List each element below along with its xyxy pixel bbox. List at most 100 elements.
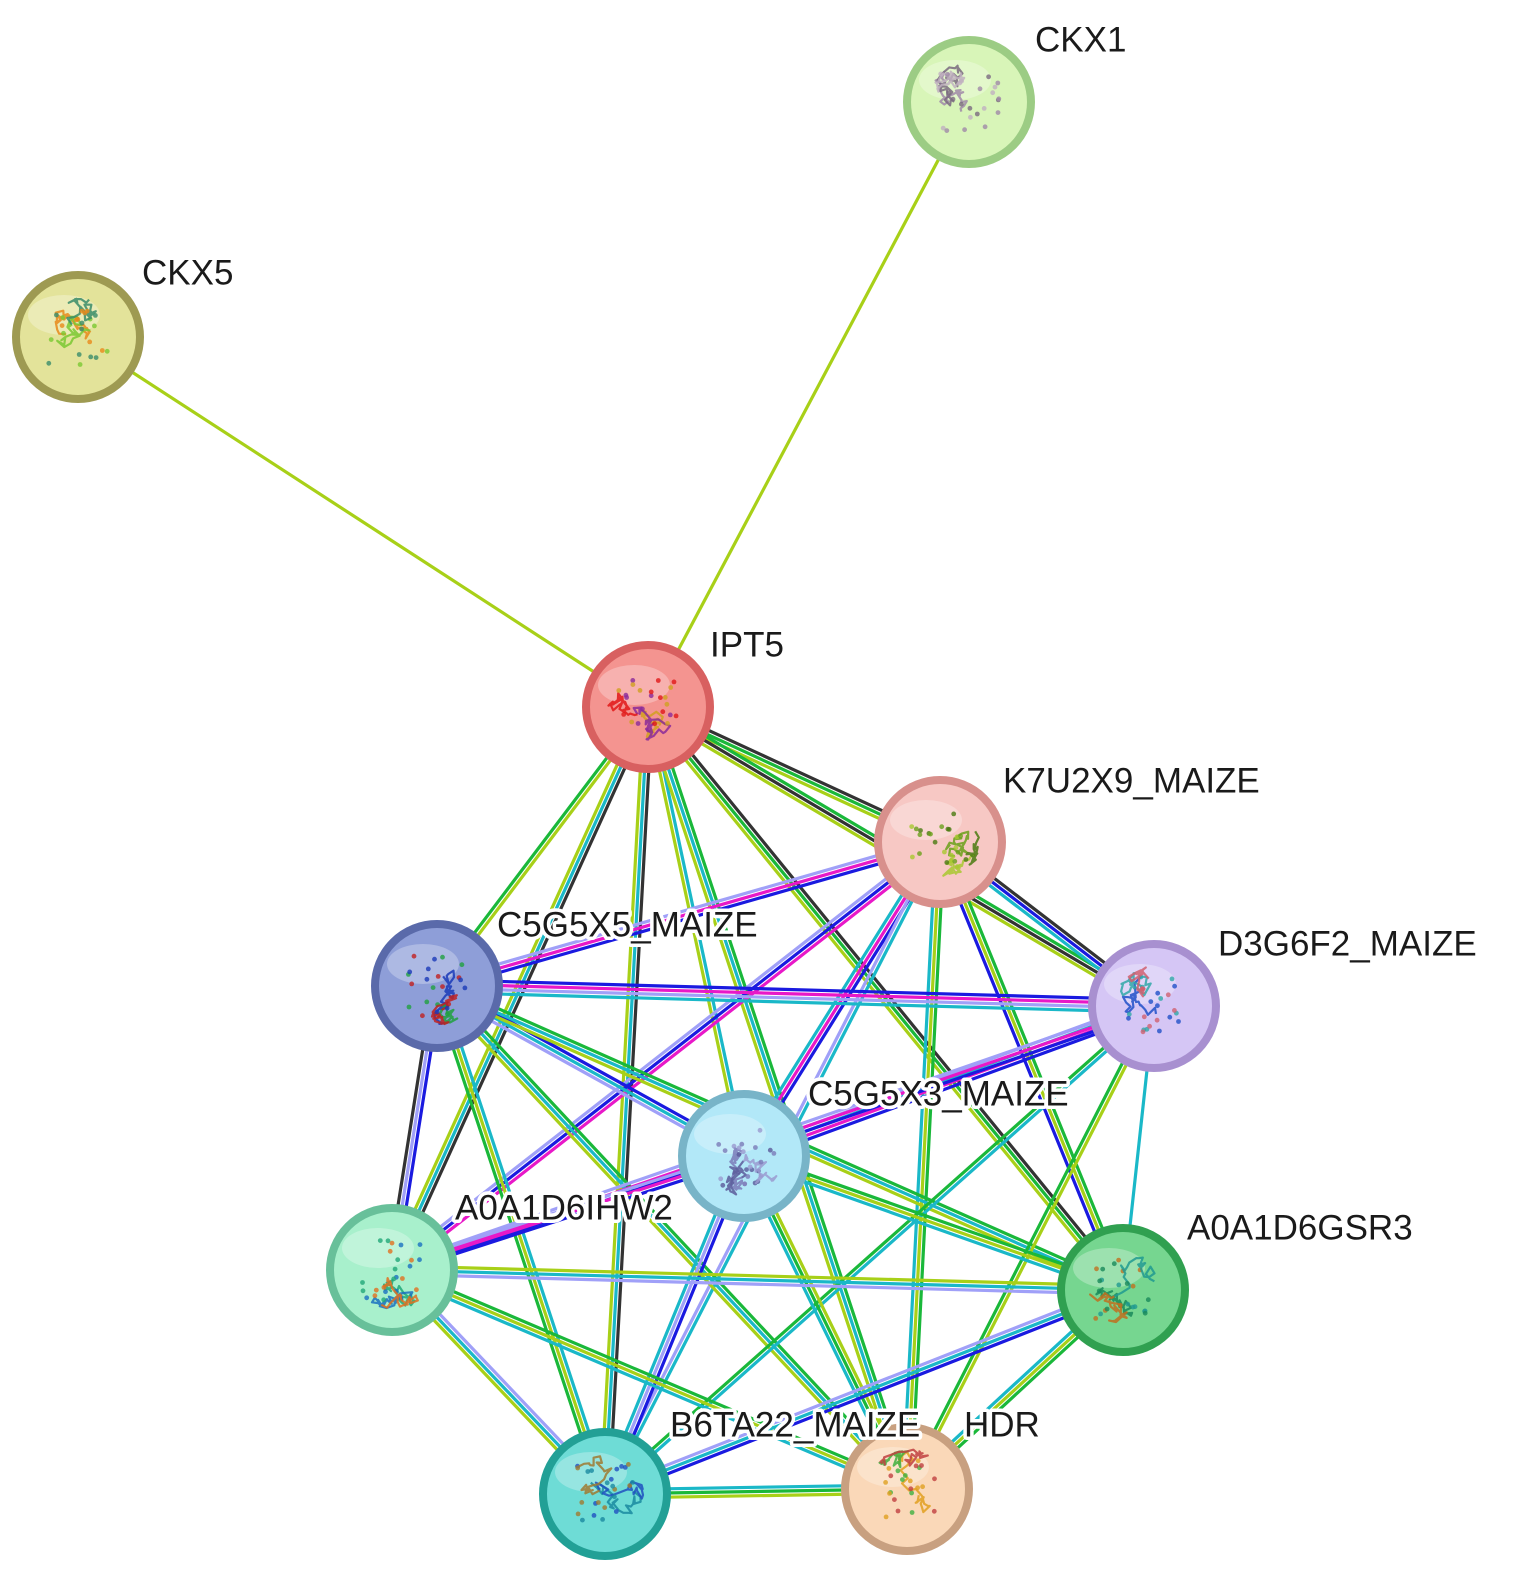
node-B6TA22_MAIZE[interactable] xyxy=(539,1428,671,1560)
edge-evidence-line xyxy=(903,1003,1154,1490)
node-label: A0A1D6IHW2 xyxy=(455,1188,673,1227)
node-IPT5[interactable] xyxy=(582,641,714,773)
protein-structure-icon xyxy=(934,64,1002,134)
edge-evidence-line xyxy=(387,837,940,1269)
protein-structure-icon xyxy=(878,1448,937,1520)
node-K7U2X9_MAIZE[interactable] xyxy=(874,776,1006,908)
edge-evidence-line xyxy=(435,840,942,988)
edge-evidence-line xyxy=(601,1284,1124,1492)
edge-C5G5X5_MAIZE-D3G6F2_MAIZE xyxy=(435,978,1156,1014)
edge-evidence-line xyxy=(938,840,1125,1292)
edge-evidence-line xyxy=(434,836,941,984)
edge-evidence-line xyxy=(388,1272,908,1495)
protein-structure-icon xyxy=(46,297,110,367)
edge-evidence-line xyxy=(604,1005,1158,1498)
edge-evidence-line xyxy=(646,100,971,709)
node-D3G6F2_MAIZE[interactable] xyxy=(1088,940,1220,1072)
node-A0A1D6GSR3[interactable] xyxy=(1057,1224,1189,1356)
node-label-halo: D3G6F2_MAIZE xyxy=(1218,924,1477,963)
edge-evidence-line xyxy=(438,981,912,1488)
node-circle[interactable] xyxy=(371,920,503,1052)
edge-K7U2X9_MAIZE-HDR xyxy=(901,840,946,1491)
node-circle[interactable] xyxy=(1088,940,1220,1072)
node-label: A0A1D6GSR3 xyxy=(1187,1208,1413,1247)
edge-evidence-line xyxy=(392,1264,911,1487)
edge-A0A1D6IHW2-A0A1D6GSR3 xyxy=(390,1264,1125,1296)
node-label-halo: B6TA22_MAIZE xyxy=(670,1405,920,1444)
edge-evidence-line xyxy=(644,705,744,1159)
edge-evidence-line xyxy=(742,1154,1125,1292)
protein-structure-icon xyxy=(607,678,679,741)
node-sheen xyxy=(890,800,962,840)
edge-C5G5X3_MAIZE-A0A1D6GSR3 xyxy=(740,1150,1127,1296)
edge-K7U2X9_MAIZE-A0A1D6GSR3 xyxy=(934,838,1129,1294)
edge-evidence-line xyxy=(390,1268,909,1491)
node-C5G5X5_MAIZE[interactable] xyxy=(371,920,503,1052)
node-sheen xyxy=(694,1114,766,1154)
edge-K7U2X9_MAIZE-A0A1D6IHW2 xyxy=(387,837,945,1275)
edge-evidence-line xyxy=(601,1002,1155,1495)
edge-evidence-line xyxy=(905,840,942,1491)
edge-evidence-line xyxy=(646,705,1125,1292)
edge-D3G6F2_MAIZE-B6TA22_MAIZE xyxy=(601,1002,1158,1498)
node-CKX5[interactable] xyxy=(12,271,144,403)
edge-evidence-line xyxy=(740,1158,1124,1296)
node-label: K7U2X9_MAIZE xyxy=(1003,761,1260,800)
node-label-halo: CKX5 xyxy=(142,253,233,292)
edge-evidence-line xyxy=(435,986,1156,1010)
edge-evidence-line xyxy=(744,1010,1158,1164)
edge-evidence-line xyxy=(436,844,943,992)
node-label-halo: C5G5X5_MAIZE xyxy=(497,905,758,944)
edge-A0A1D6IHW2-HDR xyxy=(388,1264,911,1495)
node-label: HDR xyxy=(964,1405,1040,1444)
edge-evidence-line xyxy=(603,1288,1125,1496)
node-HDR[interactable] xyxy=(841,1423,973,1555)
edge-evidence-line xyxy=(439,983,611,1495)
edge-evidence-line xyxy=(942,838,1129,1291)
node-label: C5G5X5_MAIZE xyxy=(497,905,758,944)
edge-evidence-line xyxy=(431,985,603,1497)
node-circle[interactable] xyxy=(326,1204,458,1336)
node-label: C5G5X3_MAIZE xyxy=(808,1074,1069,1113)
edge-evidence-line xyxy=(646,705,909,1491)
edge-CKX1-IPT5 xyxy=(646,100,971,709)
edge-evidence-line xyxy=(76,335,650,709)
node-circle[interactable] xyxy=(874,776,1006,908)
edge-evidence-line xyxy=(435,990,1156,1014)
edge-evidence-line xyxy=(390,1268,1125,1292)
node-circle[interactable] xyxy=(582,641,714,773)
node-C5G5X3_MAIZE[interactable] xyxy=(678,1090,810,1222)
node-label-halo: C5G5X3_MAIZE xyxy=(808,1074,1069,1113)
node-label-halo: HDR xyxy=(964,1405,1040,1444)
edge-evidence-line xyxy=(604,1292,1127,1500)
protein-structure-icon xyxy=(1120,966,1181,1035)
node-circle[interactable] xyxy=(1057,1224,1189,1356)
protein-structure-icon xyxy=(575,1455,645,1523)
node-label: IPT5 xyxy=(710,625,784,664)
node-label: D3G6F2_MAIZE xyxy=(1218,924,1477,963)
node-A0A1D6IHW2[interactable] xyxy=(326,1204,458,1336)
protein-structure-icon xyxy=(360,1238,423,1310)
node-circle[interactable] xyxy=(903,36,1035,168)
edge-C5G5X5_MAIZE-B6TA22_MAIZE xyxy=(431,983,611,1497)
edge-evidence-line xyxy=(390,705,650,1272)
node-label-halo: A0A1D6GSR3 xyxy=(1187,1208,1413,1247)
edge-CKX5-IPT5 xyxy=(76,335,650,709)
node-circle[interactable] xyxy=(678,1090,810,1222)
protein-structure-icon xyxy=(406,953,468,1026)
protein-structure-icon xyxy=(1089,1256,1156,1324)
edge-evidence-line xyxy=(393,843,945,1275)
edge-evidence-line xyxy=(743,1150,1127,1288)
edge-evidence-line xyxy=(390,1264,1125,1288)
edge-K7U2X9_MAIZE-C5G5X5_MAIZE xyxy=(434,836,943,992)
node-label: B6TA22_MAIZE xyxy=(670,1405,920,1444)
edge-evidence-line xyxy=(435,978,1156,1002)
node-label-halo: IPT5 xyxy=(710,625,784,664)
node-sheen xyxy=(1073,1248,1145,1288)
edge-IPT5-C5G5X3_MAIZE xyxy=(644,704,748,1159)
edge-evidence-line xyxy=(907,1005,1158,1492)
node-CKX1[interactable] xyxy=(903,36,1035,168)
edge-evidence-line xyxy=(390,840,942,1272)
node-label: CKX1 xyxy=(1035,20,1126,59)
